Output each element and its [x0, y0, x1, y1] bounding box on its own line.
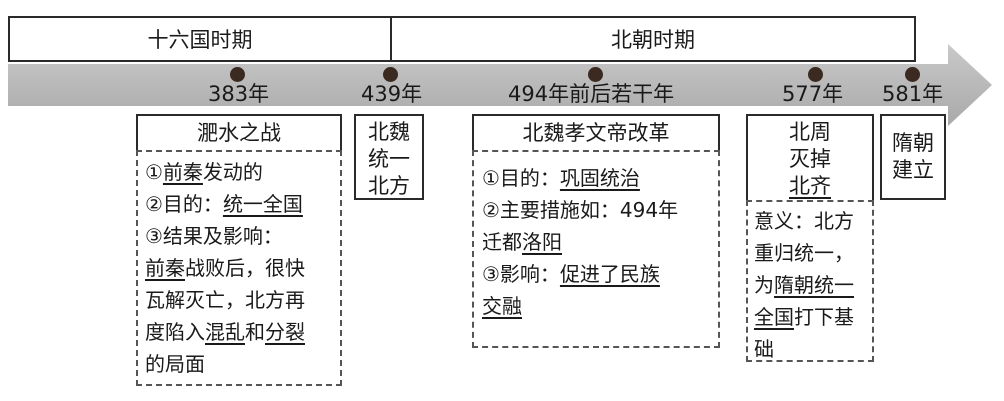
year-label-494: 494年前后若干年 — [508, 82, 675, 106]
timeline-dot-383 — [230, 67, 245, 82]
year-label-383: 383年 — [208, 82, 270, 106]
feishui-details: ①前秦发动的 ②目的：统一全国 ③结果及影响： 前秦战败后，很快 瓦解灭亡，北方… — [136, 150, 342, 386]
year-label-439: 439年 — [361, 82, 423, 106]
reform-title: 北魏孝文帝改革 — [522, 121, 670, 145]
reform-line-4: ③影响：促进了民族 — [482, 262, 660, 286]
sui-box: 隋朝 建立 — [880, 114, 946, 200]
feishui-line-5: 瓦解灭亡，北方再 — [145, 288, 305, 312]
feishui-line-6: 度陷入混乱和分裂 — [145, 320, 305, 344]
beiwei-unify-line-3: 北方 — [368, 174, 410, 198]
year-label-581: 581年 — [882, 82, 944, 106]
beizhou-meaning-5: 础 — [754, 337, 774, 361]
reform-details: ①目的：巩固统治 ②主要措施如：494年 迁都洛阳 ③影响：促进了民族 交融 — [472, 150, 720, 348]
beizhou-line-2: 灭掉 — [789, 147, 831, 171]
timeline-dot-577 — [808, 67, 823, 82]
year-label-577: 577年 — [782, 82, 844, 106]
timeline-dot-439 — [383, 67, 398, 82]
feishui-line-1: ①前秦发动的 — [145, 160, 263, 184]
feishui-line-3: ③结果及影响： — [145, 224, 283, 248]
beizhou-meaning-1: 意义：北方 — [754, 209, 854, 233]
timeline-dot-494 — [588, 67, 603, 82]
feishui-line-2: ②目的：统一全国 — [145, 192, 303, 216]
period-northern-dynasties: 北朝时期 — [390, 16, 916, 62]
period-label: 北朝时期 — [611, 28, 695, 52]
beizhou-meaning-2: 重归统一， — [754, 241, 854, 265]
reform-line-5: 交融 — [482, 294, 522, 318]
feishui-line-7: 的局面 — [145, 352, 205, 376]
reform-line-3: 迁都洛阳 — [482, 230, 562, 254]
beizhou-meaning-4: 全国打下基 — [754, 305, 854, 329]
timeline-dot-581 — [905, 67, 920, 82]
beiwei-unify-box: 北魏 统一 北方 — [354, 114, 424, 200]
reform-line-2: ②主要措施如：494年 — [482, 198, 679, 222]
sui-line-2: 建立 — [892, 158, 934, 182]
feishui-title-box: 淝水之战 — [136, 114, 342, 152]
beizhou-details: 意义：北方 重归统一， 为隋朝统一 全国打下基 础 — [746, 200, 874, 362]
beizhou-box: 北周 灭掉 北齐 — [746, 114, 874, 202]
feishui-line-4: 前秦战败后，很快 — [145, 256, 305, 280]
period-sixteen-kingdoms: 十六国时期 — [8, 16, 392, 62]
beiwei-unify-line-1: 北魏 — [368, 120, 410, 144]
period-label: 十六国时期 — [147, 28, 253, 52]
reform-title-box: 北魏孝文帝改革 — [472, 114, 720, 152]
beizhou-line-1: 北周 — [789, 120, 831, 144]
reform-line-1: ①目的：巩固统治 — [482, 166, 640, 190]
sui-line-1: 隋朝 — [892, 131, 934, 155]
feishui-title: 淝水之战 — [197, 121, 281, 145]
beizhou-line-3: 北齐 — [789, 174, 831, 198]
beizhou-meaning-3: 为隋朝统一 — [754, 273, 854, 297]
beiwei-unify-line-2: 统一 — [368, 147, 410, 171]
